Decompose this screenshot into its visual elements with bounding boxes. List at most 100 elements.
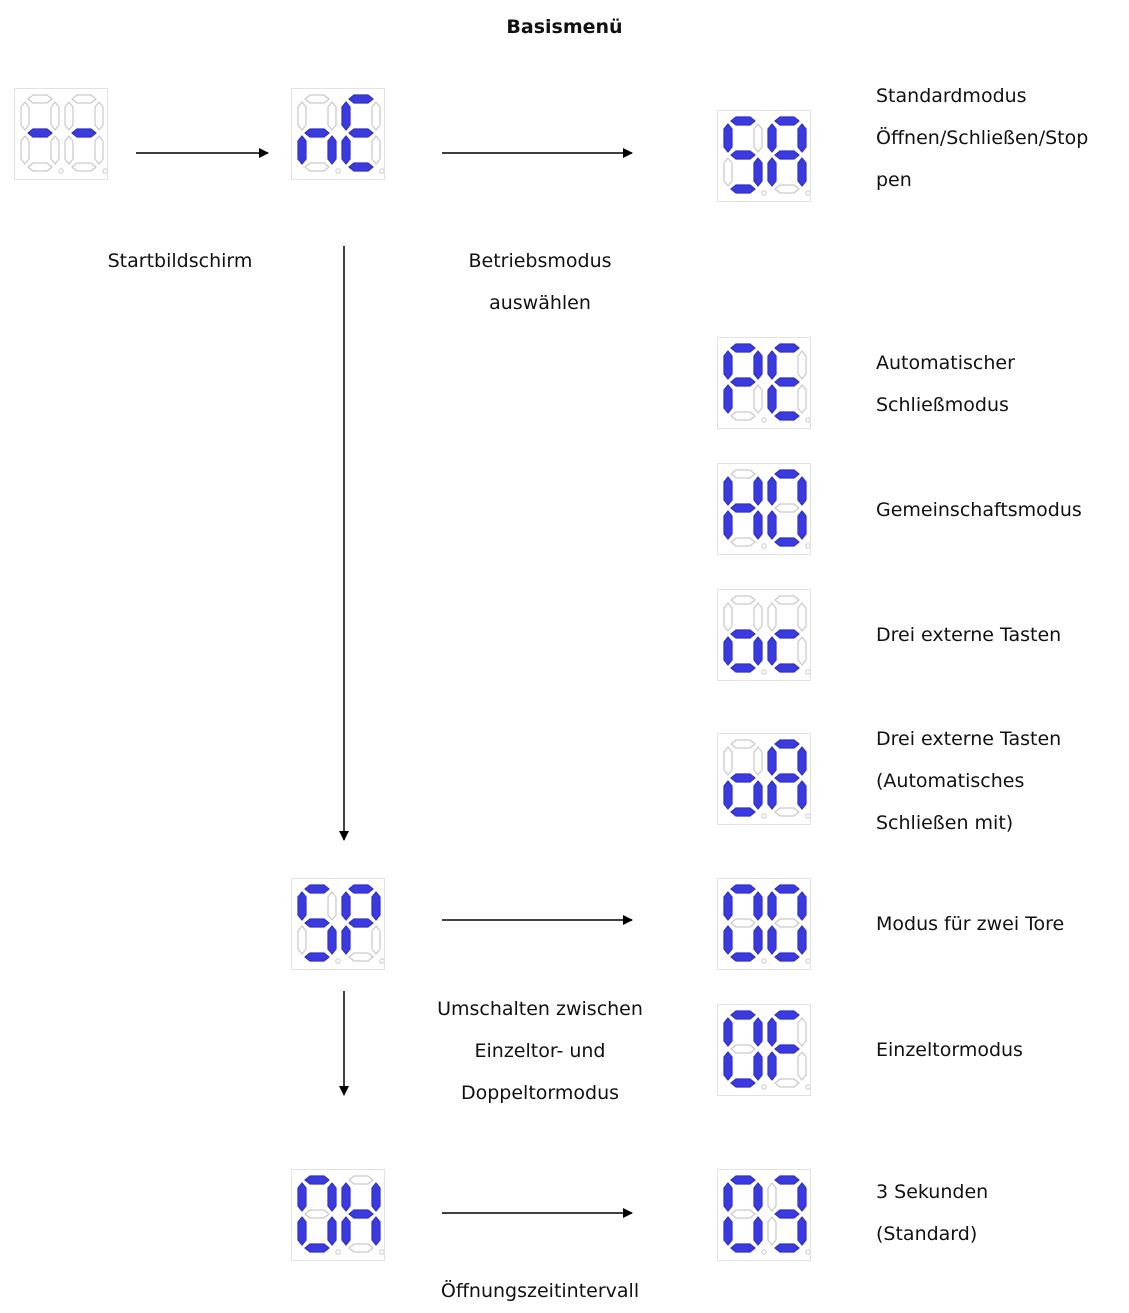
segment-d — [304, 952, 330, 962]
segment-d — [304, 162, 330, 172]
segment-g — [730, 150, 756, 160]
label-sp: Umschalten zwischen Einzeltor- und Doppe… — [437, 998, 643, 1104]
option-label: Drei externe Tasten (Automatisches Schli… — [876, 728, 1062, 834]
decimal-point — [761, 1249, 767, 1255]
segment-c — [797, 780, 807, 810]
segment-c — [753, 384, 763, 414]
segment-c — [371, 1216, 381, 1246]
option-label: Einzeltormodus — [876, 1039, 1023, 1061]
segment-e — [767, 510, 777, 540]
segment-b — [753, 891, 763, 921]
segment-e — [723, 925, 733, 955]
segment-d — [730, 184, 756, 194]
segment-f — [64, 101, 74, 131]
segment-c — [371, 135, 381, 165]
segment-c — [753, 1216, 763, 1246]
label-oh: Öffnungszeitintervall — [440, 1280, 640, 1302]
segment-c — [371, 925, 381, 955]
segment-f — [767, 350, 777, 380]
segment-d — [774, 537, 800, 547]
segment-a — [774, 343, 800, 353]
segment-a — [730, 884, 756, 894]
segment-a — [730, 116, 756, 126]
segment-g — [27, 128, 53, 138]
segment-g — [348, 1209, 374, 1219]
segment-g — [730, 1044, 756, 1054]
segment-g — [774, 377, 800, 387]
segment-g — [730, 503, 756, 513]
segment-b — [797, 123, 807, 153]
segment-d — [730, 1243, 756, 1253]
segment-f — [20, 101, 30, 131]
decimal-point — [761, 958, 767, 964]
decimal-point — [761, 669, 767, 675]
segment-c — [753, 157, 763, 187]
segment-b — [753, 1182, 763, 1212]
display-option — [717, 463, 811, 555]
segment-a — [774, 1010, 800, 1020]
seven-segment-display — [723, 739, 810, 819]
segment-c — [753, 925, 763, 955]
segment-b — [797, 891, 807, 921]
segment-g — [774, 1209, 800, 1219]
segment-a — [348, 884, 374, 894]
segment-c — [327, 1216, 337, 1246]
segment-e — [341, 1216, 351, 1246]
decimal-point — [805, 669, 810, 675]
segment-a — [730, 1010, 756, 1020]
decimal-point — [805, 813, 810, 819]
seven-segment-display — [20, 94, 107, 174]
segment-e — [723, 384, 733, 414]
diagram-title: Basismenü — [506, 16, 623, 38]
segment-e — [297, 1216, 307, 1246]
segment-a — [774, 1175, 800, 1185]
segment-a — [774, 469, 800, 479]
segment-e — [341, 925, 351, 955]
segment-a — [774, 595, 800, 605]
segment-g — [774, 150, 800, 160]
segment-c — [753, 780, 763, 810]
segment-b — [753, 602, 763, 632]
segment-f — [341, 101, 351, 131]
segment-b — [797, 476, 807, 506]
decimal-point — [805, 1084, 810, 1090]
segment-g — [774, 1044, 800, 1054]
segment-e — [723, 636, 733, 666]
segment-f — [767, 1017, 777, 1047]
segment-a — [730, 1175, 756, 1185]
segment-c — [753, 510, 763, 540]
segment-g — [730, 1209, 756, 1219]
segment-e — [20, 135, 30, 165]
segment-f — [767, 891, 777, 921]
segment-b — [797, 746, 807, 776]
label-mode: Betriebsmodus auswählen — [468, 250, 612, 314]
segment-a — [304, 884, 330, 894]
seven-segment-display — [297, 94, 384, 174]
segment-d — [774, 411, 800, 421]
segment-c — [797, 510, 807, 540]
segment-f — [723, 602, 733, 632]
decimal-point — [761, 417, 767, 423]
decimal-point — [761, 190, 767, 196]
segment-a — [27, 94, 53, 104]
segment-e — [767, 780, 777, 810]
display-mode — [291, 88, 385, 180]
segment-d — [730, 537, 756, 547]
segment-g — [348, 128, 374, 138]
segment-f — [767, 1182, 777, 1212]
decimal-point — [58, 168, 64, 174]
segment-b — [753, 123, 763, 153]
segment-b — [753, 1017, 763, 1047]
segment-d — [774, 1078, 800, 1088]
decimal-point — [379, 958, 384, 964]
segment-g — [304, 918, 330, 928]
segment-c — [753, 636, 763, 666]
segment-f — [767, 746, 777, 776]
decimal-point — [102, 168, 107, 174]
segment-d — [730, 663, 756, 673]
decimal-point — [805, 1249, 810, 1255]
segment-f — [297, 1182, 307, 1212]
segment-a — [730, 739, 756, 749]
segment-e — [767, 1051, 777, 1081]
